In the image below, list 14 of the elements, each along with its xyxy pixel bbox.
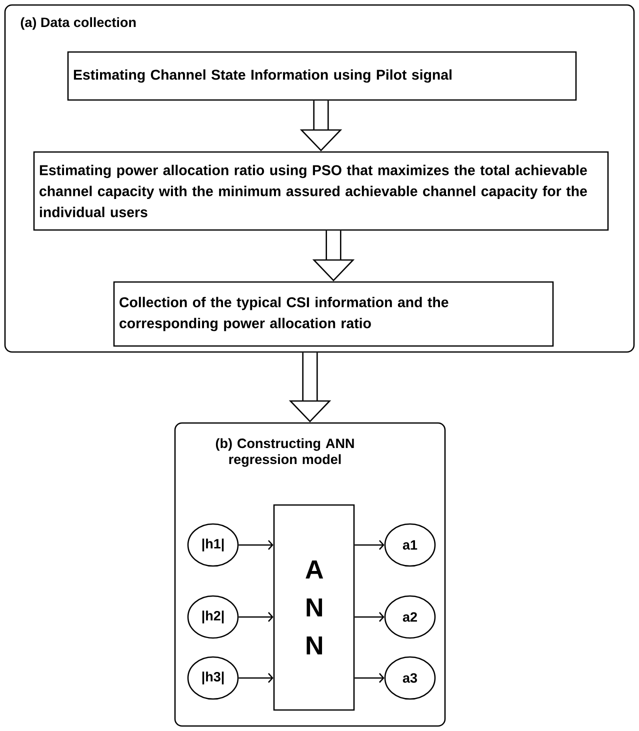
arrow [238, 673, 274, 683]
panel-title: (a) Data collection [20, 17, 136, 30]
arrow [354, 673, 384, 683]
arrow [238, 612, 274, 622]
panel [4, 4, 635, 353]
panel-title: (b) Constructing ANN regression model [216, 438, 354, 467]
process-box: Estimating power allocation ratio using PSO that maximizes the total achievable channel capacity with the minimum assured achievable channel capacity for the individual users [33, 151, 609, 231]
panel [174, 422, 446, 727]
arrow [354, 540, 384, 550]
arrow [238, 540, 274, 550]
process-box: Estimating Channel State Information using Pilot signal [67, 51, 577, 101]
network-box: A N N [273, 504, 355, 711]
process-box: Collection of the typical CSI information and the corresponding power allocation ratio [113, 281, 554, 347]
arrow [354, 612, 384, 622]
